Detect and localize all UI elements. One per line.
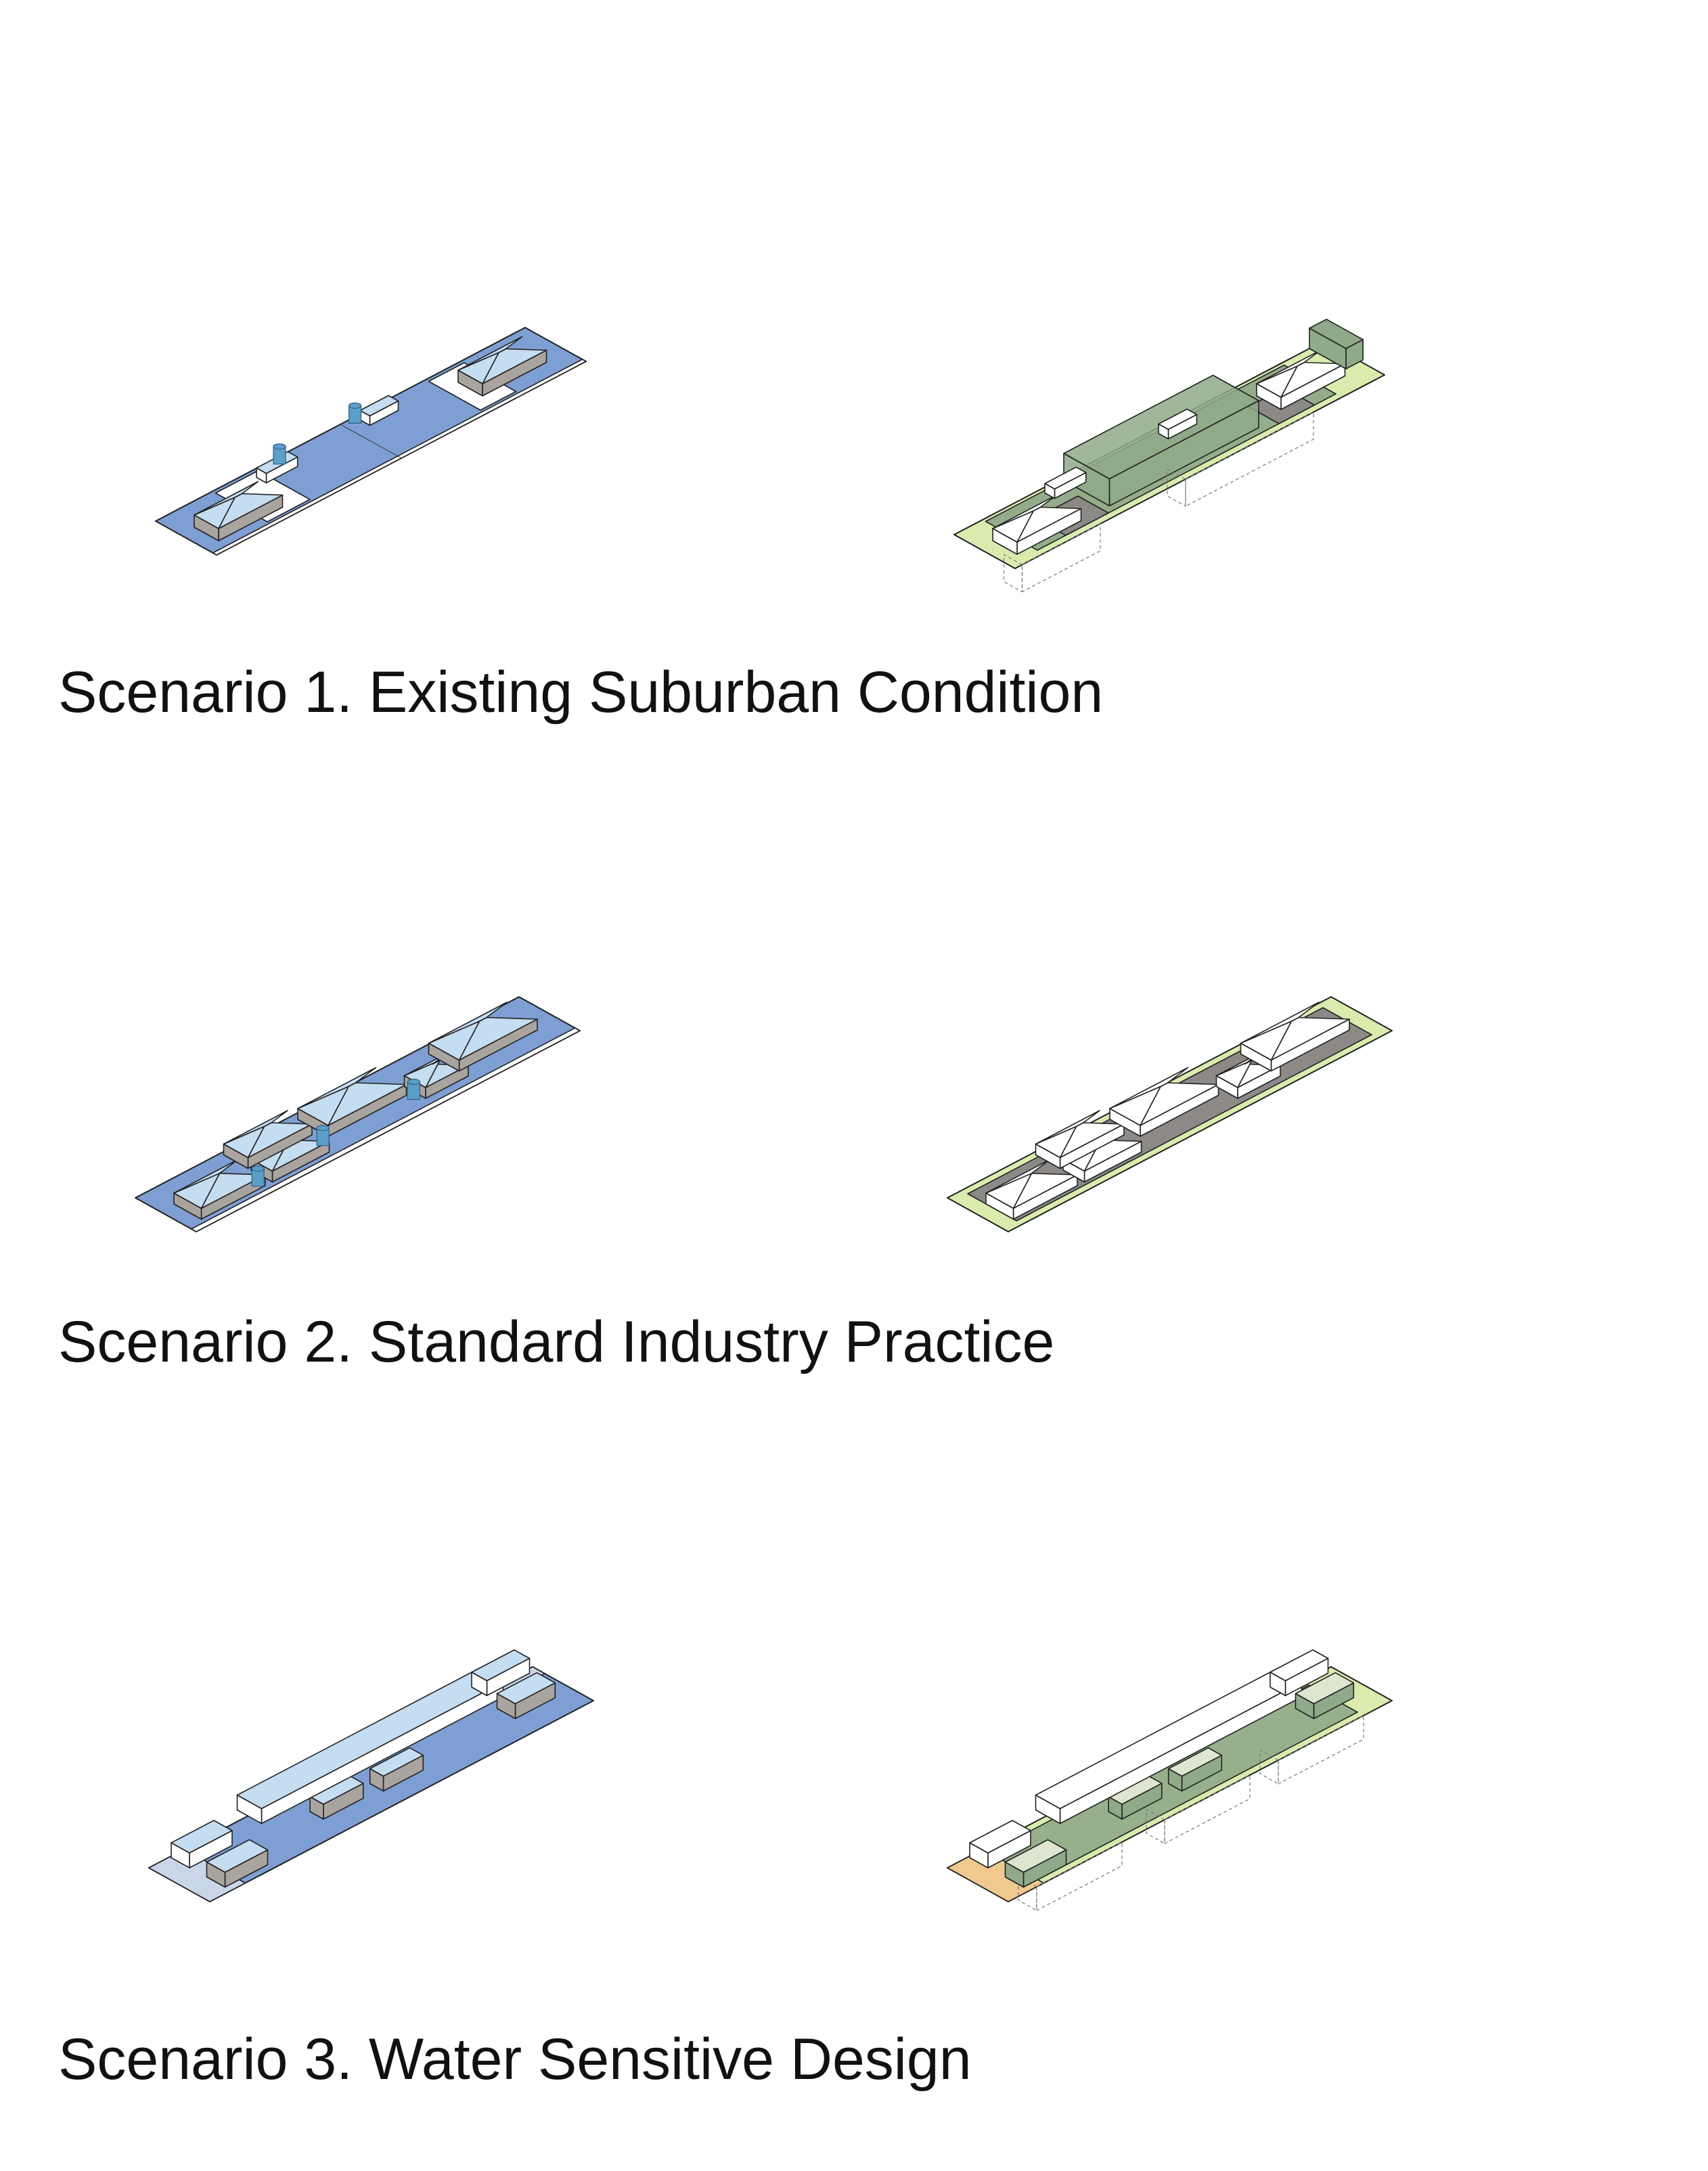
rear-shed: [1045, 467, 1086, 498]
house-roof-back: [1217, 1054, 1259, 1076]
box-top-face: [1045, 467, 1086, 489]
rainwater-tank-top: [317, 1125, 329, 1131]
townhouse-6: [1241, 1002, 1350, 1071]
site-verge: [192, 1028, 580, 1232]
box-top-face: [207, 1840, 268, 1873]
front-house: [194, 482, 283, 541]
upper-floor-unit: [472, 1650, 530, 1696]
underground-outline: [1260, 1750, 1278, 1784]
box-top-face: [497, 1673, 556, 1704]
house-roof-back: [298, 1068, 376, 1109]
house-roof-back: [1110, 1068, 1188, 1109]
front-house: [993, 495, 1081, 555]
upper-floor-unit: [970, 1820, 1031, 1868]
box-top-face: [1309, 319, 1363, 349]
scenario-2-caption: Scenario 2. Standard Industry Practice: [58, 1310, 1055, 1374]
underground-outline: [1004, 555, 1022, 592]
ground-floor-unit: [1006, 1840, 1066, 1887]
house-roof-back: [1257, 351, 1321, 384]
box-top-face: [171, 1820, 232, 1853]
house-roof-back: [405, 1054, 447, 1076]
ground-floor-unit: [1296, 1673, 1354, 1719]
scenario-3-left-diagram: [61, 1482, 832, 1963]
underground-outline: [1146, 1810, 1165, 1843]
underground-outline: [1165, 1775, 1250, 1843]
underground-storage-outline: [1004, 524, 1101, 592]
scenario-2-right-diagram: [859, 819, 1631, 1279]
lot-boundary-line: [340, 424, 401, 458]
underground-outline: [1186, 412, 1313, 506]
ground-floor-unit: [1169, 1748, 1222, 1791]
underground-storage-outline: [1260, 1716, 1364, 1784]
scenario-1-right-diagram: [859, 149, 1631, 623]
scenario-3-right-diagram: [859, 1482, 1631, 1983]
box-top-face: [1169, 1748, 1222, 1776]
ground-floor-unit: [370, 1748, 424, 1791]
tree-canopy-volume: [1309, 319, 1363, 369]
box-top-face: [970, 1820, 1031, 1853]
underground-storage-outline: [1146, 1775, 1250, 1843]
upper-floor-unit: [171, 1820, 232, 1868]
house-roof-back: [1241, 1002, 1320, 1044]
house-roof-back: [224, 1111, 288, 1144]
underground-outline: [1278, 1716, 1364, 1784]
townhouse-4: [1110, 1068, 1219, 1137]
house-roof-back: [194, 482, 259, 516]
underground-outline: [1037, 1842, 1122, 1910]
house-roof-back: [986, 1160, 1050, 1194]
house-roof-back: [993, 495, 1057, 529]
townhouse-1: [174, 1160, 265, 1219]
rear-shed: [1159, 409, 1196, 439]
townhouse-1: [986, 1160, 1077, 1219]
scenario-3-caption: Scenario 3. Water Sensitive Design: [58, 2027, 972, 2092]
ground-floor-unit: [1108, 1776, 1162, 1819]
townhouse-3: [1036, 1111, 1125, 1169]
box-top-face: [370, 1748, 424, 1776]
box-top-face: [1159, 409, 1196, 430]
underground-storage-outline: [1167, 412, 1313, 506]
house-roof-back: [1036, 1111, 1100, 1144]
ground-floor-unit: [310, 1776, 363, 1819]
box-top-face: [1006, 1840, 1066, 1873]
ground-floor-unit: [497, 1673, 556, 1719]
house-roof-back: [458, 337, 522, 371]
ground-floor-unit: [207, 1840, 268, 1887]
rear-house: [458, 337, 547, 397]
underground-outline: [1167, 469, 1186, 506]
scenario-1-left-diagram: [61, 149, 832, 609]
rear-shed: [360, 396, 398, 426]
rainwater-tank-top: [407, 1079, 420, 1085]
townhouse-3: [224, 1111, 313, 1169]
box-top-face: [472, 1650, 530, 1681]
rainwater-tank-top: [252, 1166, 264, 1171]
scenario-2-left-diagram: [47, 819, 819, 1279]
rainwater-tank-top: [349, 403, 361, 408]
rainwater-tank-top: [273, 444, 286, 449]
box-top-face: [1296, 1673, 1354, 1704]
scenario-1-caption: Scenario 1. Existing Suburban Condition: [58, 660, 1104, 725]
box-top-face: [360, 396, 398, 416]
house-roof-back: [174, 1160, 238, 1194]
house-roof-back: [429, 1002, 508, 1044]
townhouse-6: [429, 1002, 538, 1071]
rear-house: [1257, 351, 1345, 410]
upper-floor-unit: [1270, 1650, 1328, 1696]
box-top-face: [1270, 1650, 1328, 1681]
